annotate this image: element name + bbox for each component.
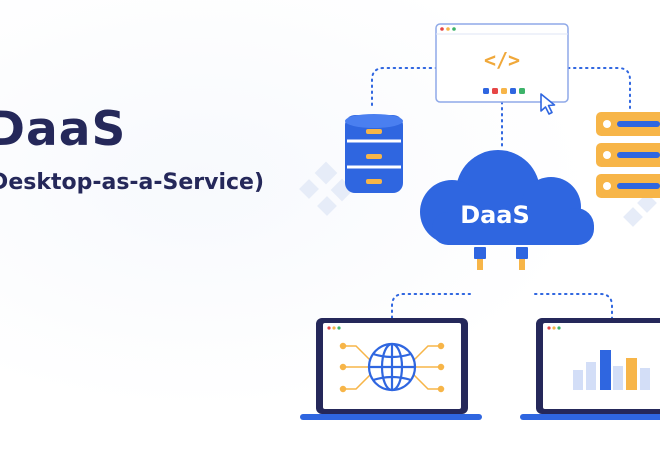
page-title: DaaS: [0, 102, 127, 157]
cable-connectors: [474, 247, 528, 270]
window-dot-green: [452, 27, 456, 31]
daas-cloud: DaaS: [420, 150, 594, 245]
globe-icon: [367, 342, 417, 392]
color-dots-row: [483, 88, 525, 94]
window-dot-red: [440, 27, 444, 31]
server-rack-icon: [596, 112, 660, 198]
bar-chart-icon: [573, 350, 650, 390]
network-lines: [339, 342, 445, 393]
dotted-connectors: [371, 67, 631, 319]
laptop-right: [520, 318, 660, 420]
code-symbol: </>: [484, 48, 520, 72]
database-stack-icon: [345, 114, 403, 193]
cloud-label: DaaS: [460, 201, 530, 229]
page-subtitle: (Desktop-as-a-Service): [0, 170, 265, 195]
window-dot-yellow: [446, 27, 450, 31]
decorative-diamonds-right: [623, 193, 657, 227]
mouse-pointer-icon: [540, 93, 556, 115]
code-browser-window: </>: [435, 23, 569, 103]
laptop-left: [300, 318, 482, 420]
